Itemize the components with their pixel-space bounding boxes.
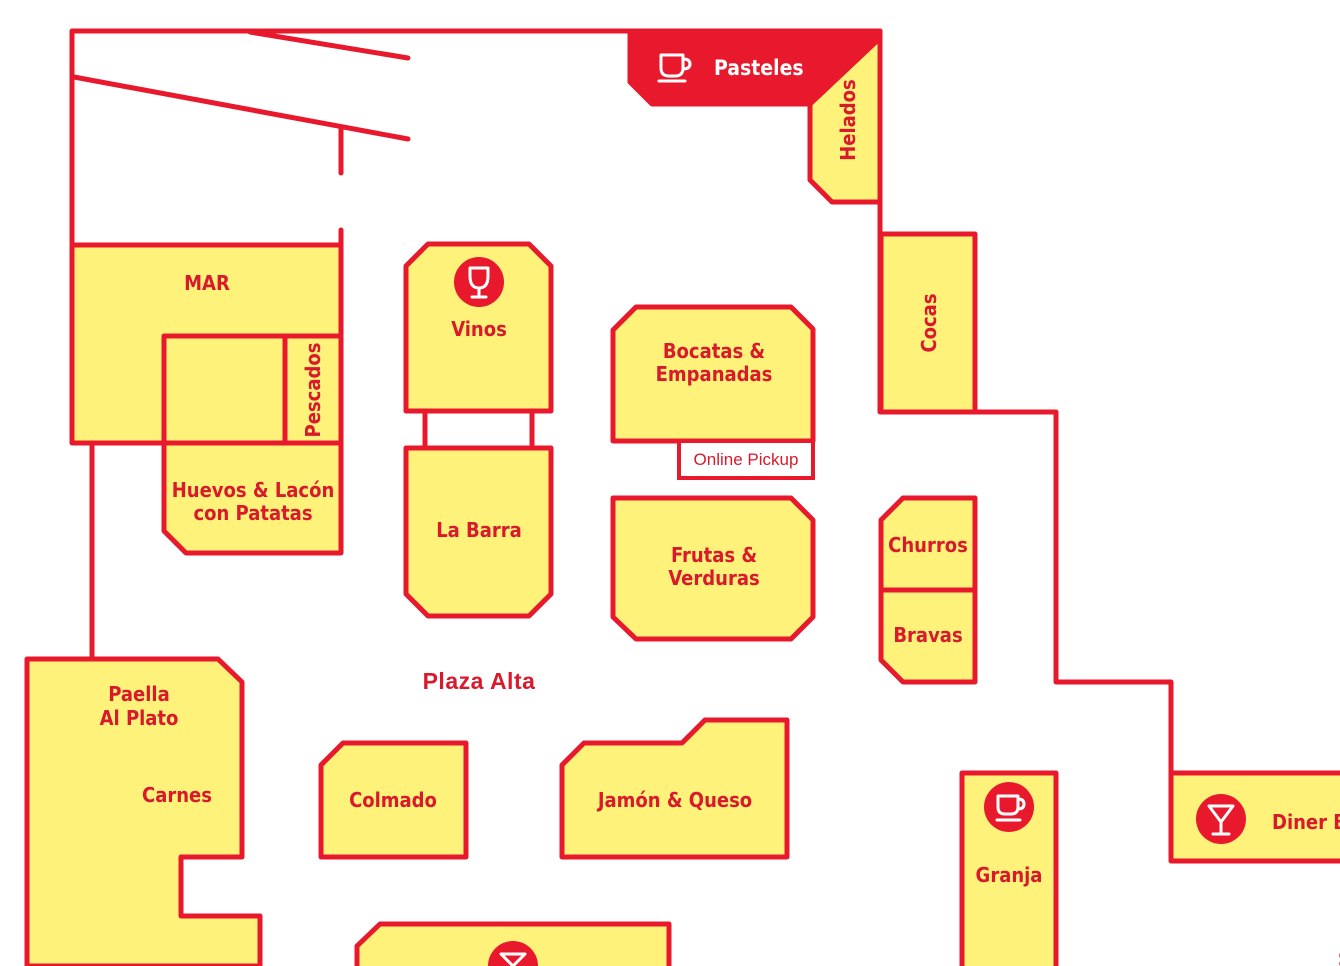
coffee-cup-icon — [984, 782, 1034, 832]
stall-label-paella-line2: Al Plato — [100, 706, 179, 730]
stall-granja[interactable]: Granja — [959, 770, 1059, 966]
stall-label-la-barra: La Barra — [436, 518, 522, 542]
stall-label-huevos-line2: con Patatas — [193, 501, 312, 525]
stall-label-bocatas-line2: Empanadas — [656, 362, 773, 386]
stall-label-helados: Helados — [836, 79, 860, 161]
wine-glass-icon — [454, 257, 504, 307]
connector — [422, 408, 535, 451]
stall-label-churros: Churros — [888, 533, 968, 557]
stall-label-pasteles: Pasteles — [714, 56, 804, 80]
stall-bravas[interactable]: Bravas — [878, 587, 978, 685]
stall-bottom-partial[interactable] — [354, 921, 672, 966]
stall-la-barra[interactable]: La Barra — [403, 445, 554, 619]
stall-huevos-lacon[interactable]: Huevos & Lacón con Patatas — [161, 440, 344, 556]
online-pickup-label: Online Pickup — [694, 450, 799, 469]
cocktail-glass-icon — [1196, 794, 1246, 844]
stall-label-bravas: Bravas — [893, 623, 962, 647]
stall-label-bocatas-line1: Bocatas & — [663, 339, 765, 363]
online-pickup-box[interactable]: Online Pickup — [677, 439, 815, 480]
area-label-plaza-alta: Plaza Alta — [423, 668, 536, 694]
stall-bocatas[interactable]: Bocatas & Empanadas — [610, 304, 816, 444]
stall-label-cocas: Cocas — [917, 293, 941, 352]
edge-partial-text: S — [1338, 947, 1340, 966]
stall-helados[interactable]: Helados — [807, 35, 883, 205]
stall-label-huevos-line1: Huevos & Lacón — [172, 478, 335, 502]
stall-jamon-queso[interactable]: Jamón & Queso — [559, 717, 790, 860]
coffee-cup-icon — [657, 53, 692, 83]
stall-frutas[interactable]: Frutas & Verduras — [610, 495, 816, 642]
stall-label-carnes: Carnes — [142, 783, 212, 807]
stall-churros[interactable]: Churros — [878, 495, 978, 593]
stall-label-pescados: Pescados — [301, 343, 325, 438]
stall-label-jamon: Jamón & Queso — [597, 788, 752, 812]
stall-pasteles[interactable]: Pasteles — [627, 29, 883, 107]
stall-colmado[interactable]: Colmado — [318, 740, 469, 860]
stall-vinos[interactable]: Vinos — [403, 241, 554, 414]
stall-label-mar: MAR — [184, 271, 230, 295]
stall-pescados[interactable]: Pescados — [282, 333, 344, 446]
stall-label-diner-bar: Diner Bar — [1272, 810, 1340, 834]
stall-label-vinos: Vinos — [451, 317, 507, 341]
stall-label-colmado: Colmado — [349, 788, 437, 812]
stall-label-frutas-line2: Verduras — [668, 566, 759, 590]
stall-label-frutas-line1: Frutas & — [671, 543, 757, 567]
stall-cocas[interactable]: Cocas — [878, 231, 978, 415]
stall-label-granja: Granja — [976, 863, 1043, 887]
stall-paella-carnes[interactable]: Paella Al Plato Carnes — [24, 656, 263, 966]
stall-label-paella-line1: Paella — [108, 682, 169, 706]
stall-diner-bar[interactable]: Diner Bar — [1168, 770, 1340, 864]
